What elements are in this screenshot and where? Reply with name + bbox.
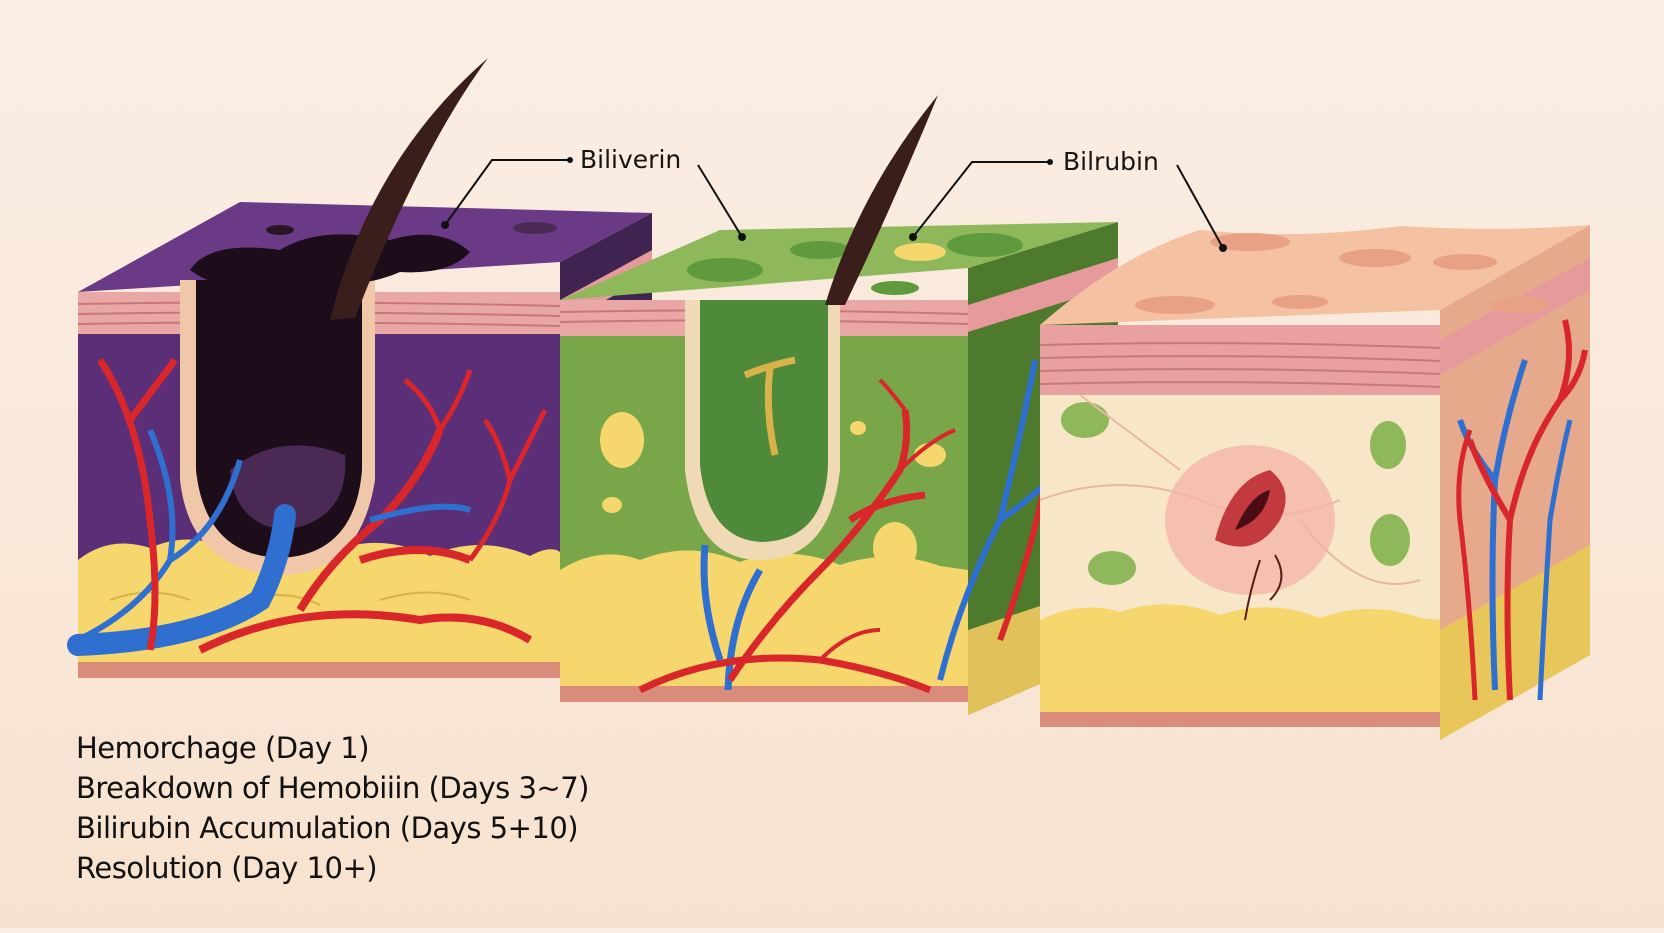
biliverin-leader-right xyxy=(697,164,743,238)
block1-base xyxy=(78,662,560,678)
block3-fat-layer xyxy=(1040,604,1440,712)
callout-biliverin: Biliverin xyxy=(580,145,682,174)
callout-bilrubin: Bilrubin xyxy=(1063,147,1159,176)
block2-fat-layer xyxy=(560,550,968,686)
skin-block-biliverdin xyxy=(559,95,1118,715)
biliverdin-pool xyxy=(700,300,828,542)
block1-vessels xyxy=(67,357,548,656)
surface-blood-pool xyxy=(190,234,470,289)
bilrubin-leader-right xyxy=(1176,164,1224,249)
skin-block-hemorrhage xyxy=(67,58,652,690)
legend-item-resolution: Resolution (Day 10+) xyxy=(76,851,378,885)
bilrubin-leader-left xyxy=(912,161,1050,238)
skin-block-resolution xyxy=(1039,225,1590,740)
vein-blue xyxy=(67,504,296,656)
legend-item-bilirubin-accumulation: Bilirubin Accumulation (Days 5+10) xyxy=(76,811,579,845)
biliverin-leader-left xyxy=(444,159,570,226)
artery-red xyxy=(97,357,178,651)
hair-strand xyxy=(825,95,938,305)
callout-leaders xyxy=(441,157,1227,252)
stage-legend: Hemorchage (Day 1) Breakdown of Hemobiii… xyxy=(76,728,589,888)
legend-item-breakdown: Breakdown of Hemobiiin (Days 3~7) xyxy=(76,771,589,805)
hair-strand xyxy=(330,58,488,320)
legend-item-hemorrhage: Hemorchage (Day 1) xyxy=(76,731,370,765)
